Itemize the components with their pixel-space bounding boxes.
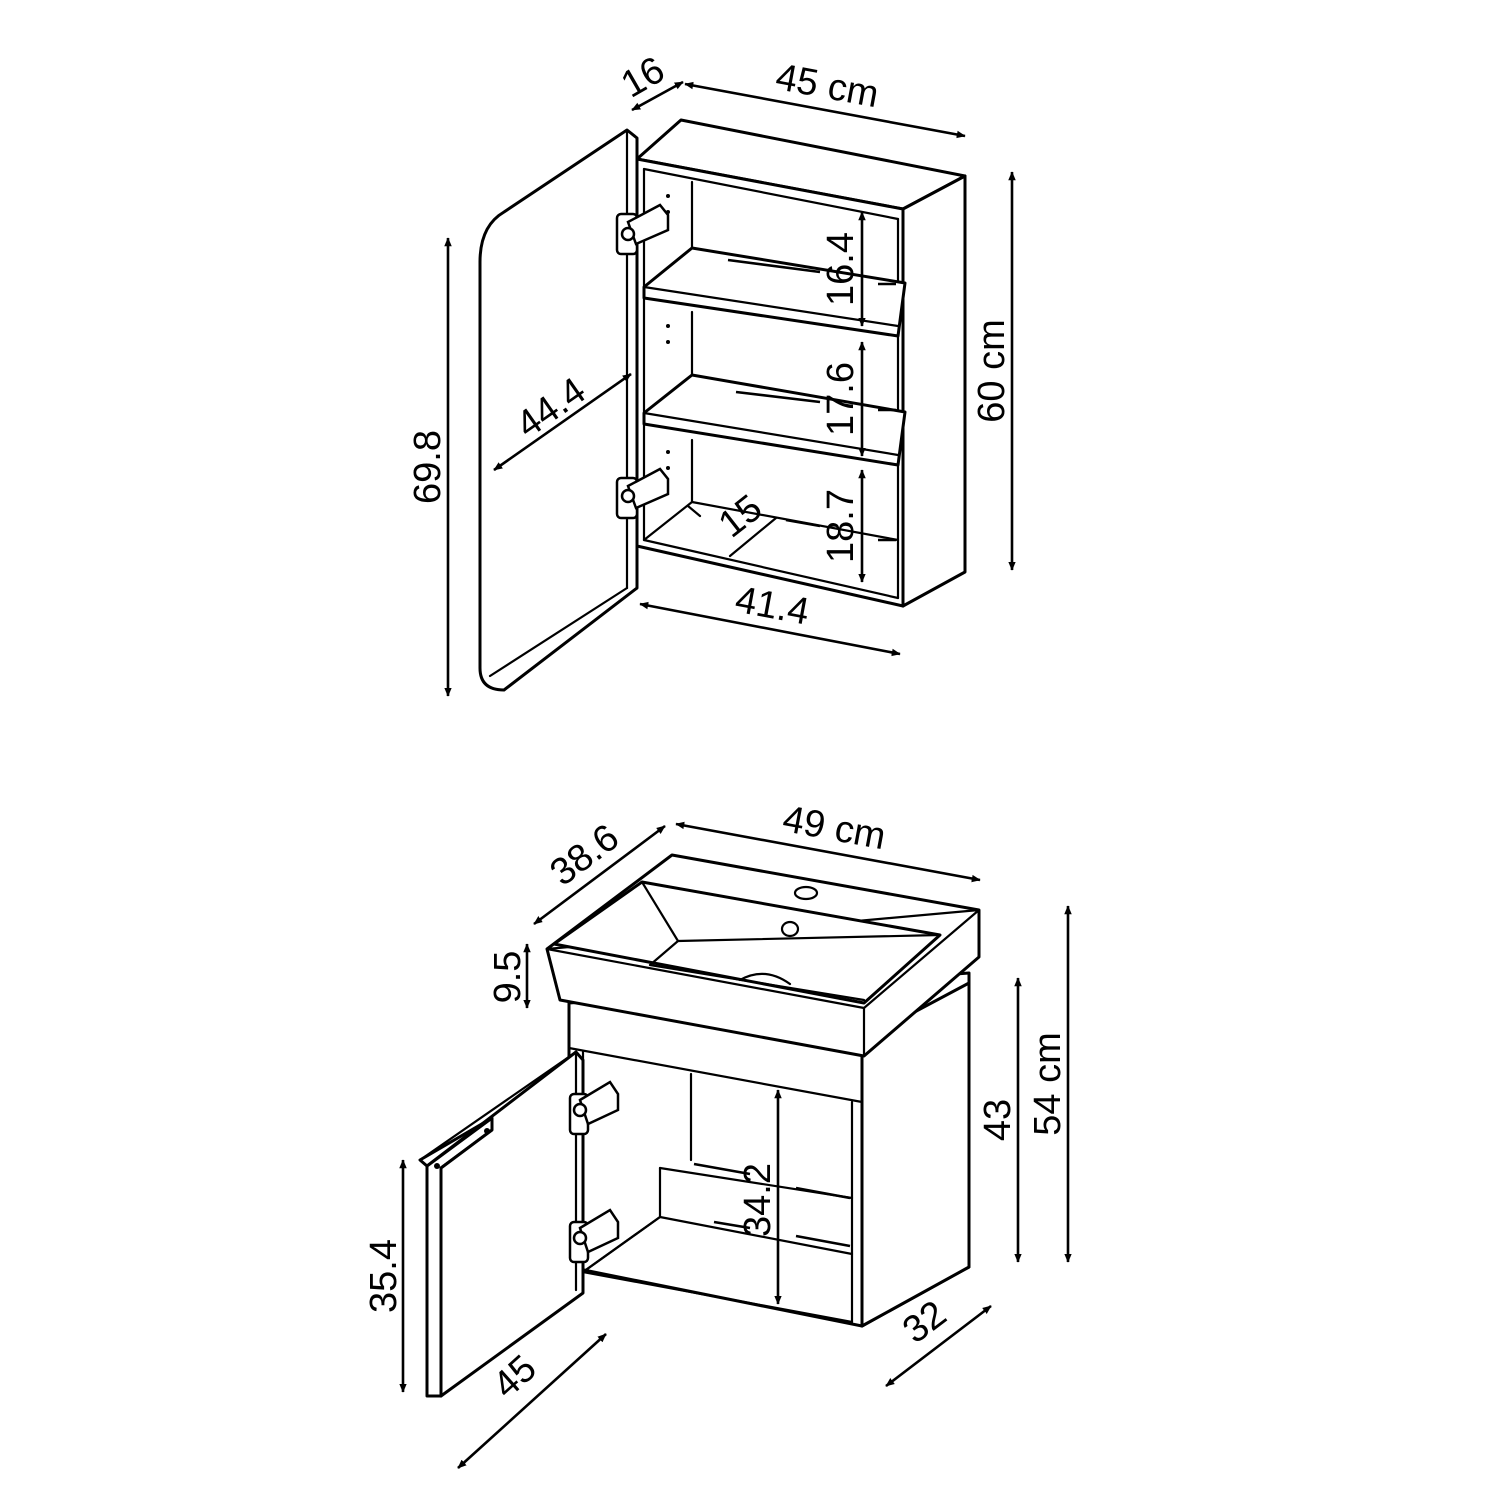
mirror-cabinet: 45 cm 16 60 cm 69.8 44.4 16.4 17.6: [407, 49, 1016, 697]
dimension-shelf-16-4: 16.4: [727, 211, 896, 327]
hinge-icon: [615, 203, 670, 520]
dim-label-width: 49 cm: [779, 798, 888, 858]
dimension-width-45: 45 cm: [684, 56, 966, 139]
shelf-pin-holes: [666, 194, 670, 470]
dim-label-door-depth: 16: [614, 49, 672, 107]
dim-label-shelf-3: 18.7: [820, 489, 862, 563]
vanity-cabinet-body: [567, 971, 971, 1328]
dimension-shelf-18-7: 18.7: [785, 469, 896, 583]
dim-label-shelf-2: 17.6: [820, 362, 862, 436]
dim-label-cabinet-height: 43: [977, 1099, 1019, 1141]
vanity-unit: 49 cm 38.6 9.5 54 cm 43 34.2 35.4: [363, 798, 1072, 1469]
dim-label-width: 45 cm: [772, 56, 881, 116]
dim-label-basin-height: 9.5: [487, 951, 529, 1004]
dim-label-height: 60 cm: [971, 319, 1013, 422]
mirror-cabinet-carcass: [635, 118, 967, 608]
dim-label-door-height: 69.8: [407, 430, 449, 504]
dim-label-inner-width: 41.4: [732, 579, 812, 634]
dimension-height-60: 60 cm: [971, 171, 1016, 571]
dimension-shelf-17-6: 17.6: [735, 341, 896, 457]
dim-label-shelf-1: 16.4: [820, 232, 862, 306]
dimension-door-depth-16: 16: [614, 49, 684, 112]
dimension-cabinet-depth-32: 32: [885, 1293, 992, 1388]
dimension-total-height-54: 54 cm: [1027, 905, 1072, 1263]
dimension-inner-height-34-2: 34.2: [693, 1089, 851, 1305]
dim-label-door-height: 35.4: [363, 1239, 405, 1313]
hinge-icon: [568, 1080, 620, 1264]
dimension-door-height-35-4: 35.4: [363, 1159, 407, 1393]
dimension-basin-height-9-5: 9.5: [487, 943, 531, 1009]
dimension-door-height-69-8: 69.8: [407, 237, 452, 697]
dimension-cabinet-height-43: 43: [977, 977, 1022, 1263]
dim-label-depth: 38.6: [543, 816, 627, 894]
vanity-door: [418, 1050, 585, 1398]
dim-label-total-height: 54 cm: [1027, 1032, 1069, 1135]
dim-label-inner-height: 34.2: [737, 1163, 779, 1237]
